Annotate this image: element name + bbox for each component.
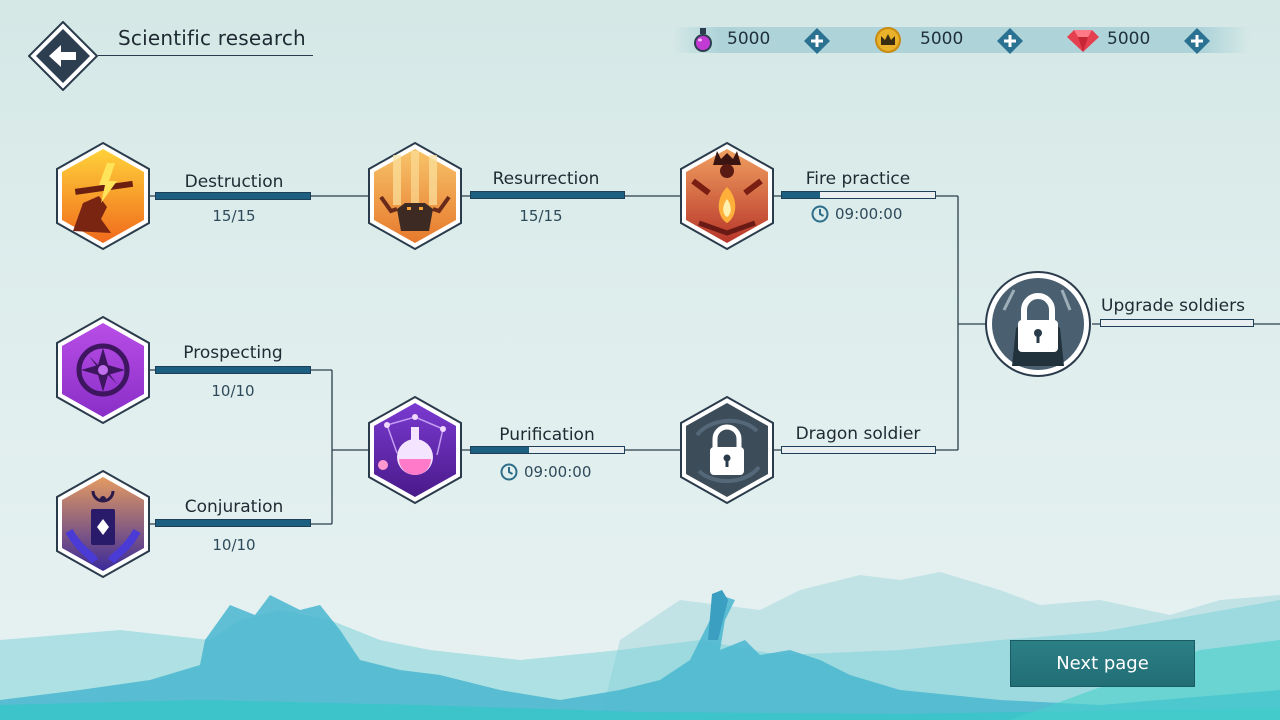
compass-star-icon bbox=[76, 343, 130, 397]
fire-practice-progress-bar bbox=[781, 191, 936, 199]
golem-icon bbox=[379, 151, 451, 231]
fire-practice-node[interactable] bbox=[679, 141, 775, 251]
purification-label: Purification bbox=[499, 425, 595, 445]
arrow-left-icon bbox=[49, 45, 76, 67]
lock-icon bbox=[1018, 293, 1058, 352]
next-page-button[interactable]: Next page bbox=[1010, 640, 1195, 687]
add-potion-button[interactable] bbox=[803, 27, 831, 55]
fire-practice-timer: 09:00:00 bbox=[811, 205, 902, 223]
prospecting-count: 10/10 bbox=[211, 382, 255, 400]
gem-icon bbox=[1067, 30, 1099, 52]
upgrade-soldiers-label: Upgrade soldiers bbox=[1101, 296, 1245, 316]
purification-node[interactable] bbox=[367, 395, 463, 505]
title-underline bbox=[98, 55, 313, 56]
dragon-soldier-label: Dragon soldier bbox=[795, 424, 921, 444]
resurrection-count: 15/15 bbox=[519, 207, 563, 225]
lock-icon bbox=[710, 424, 744, 475]
upgrade-soldiers-node[interactable] bbox=[984, 270, 1092, 378]
prospecting-progress-bar bbox=[155, 366, 311, 374]
clock-icon bbox=[500, 463, 518, 481]
gem-amount: 5000 bbox=[1107, 29, 1151, 49]
conjuration-progress-bar bbox=[155, 519, 311, 527]
resurrection-progress-bar bbox=[470, 191, 625, 199]
dragon-soldier-node[interactable] bbox=[679, 395, 775, 505]
conjuration-label: Conjuration bbox=[184, 497, 284, 517]
crown-icon bbox=[875, 27, 901, 53]
prospecting-node[interactable] bbox=[55, 315, 151, 425]
destruction-progress-bar bbox=[155, 192, 311, 200]
back-button[interactable] bbox=[28, 21, 98, 91]
resurrection-label: Resurrection bbox=[492, 169, 600, 189]
resurrection-node[interactable] bbox=[367, 141, 463, 251]
fire-demon-icon bbox=[691, 151, 763, 236]
dragon-soldier-progress-bar bbox=[781, 446, 936, 454]
clock-icon bbox=[811, 205, 829, 223]
fire-practice-label: Fire practice bbox=[805, 169, 911, 189]
warrior-sword-icon bbox=[73, 163, 134, 233]
magic-card-icon bbox=[65, 490, 141, 564]
add-gem-button[interactable] bbox=[1183, 27, 1211, 55]
add-crown-button[interactable] bbox=[996, 27, 1024, 55]
flask-icon bbox=[378, 414, 446, 475]
purification-progress-bar bbox=[470, 446, 625, 454]
destruction-count: 15/15 bbox=[212, 207, 256, 225]
potion-amount: 5000 bbox=[727, 29, 771, 49]
purification-timer: 09:00:00 bbox=[500, 463, 591, 481]
destruction-label: Destruction bbox=[184, 172, 284, 192]
page-title: Scientific research bbox=[118, 26, 306, 50]
prospecting-label: Prospecting bbox=[183, 343, 283, 363]
upgrade-soldiers-progress-bar bbox=[1100, 319, 1254, 327]
conjuration-node[interactable] bbox=[55, 469, 151, 579]
resource-bar bbox=[672, 27, 1250, 53]
potion-icon bbox=[694, 28, 712, 52]
crown-amount: 5000 bbox=[920, 29, 964, 49]
conjuration-count: 10/10 bbox=[212, 536, 256, 554]
destruction-node[interactable] bbox=[55, 141, 151, 251]
purification-timer-text: 09:00:00 bbox=[524, 463, 592, 481]
fire-practice-timer-text: 09:00:00 bbox=[835, 205, 903, 223]
